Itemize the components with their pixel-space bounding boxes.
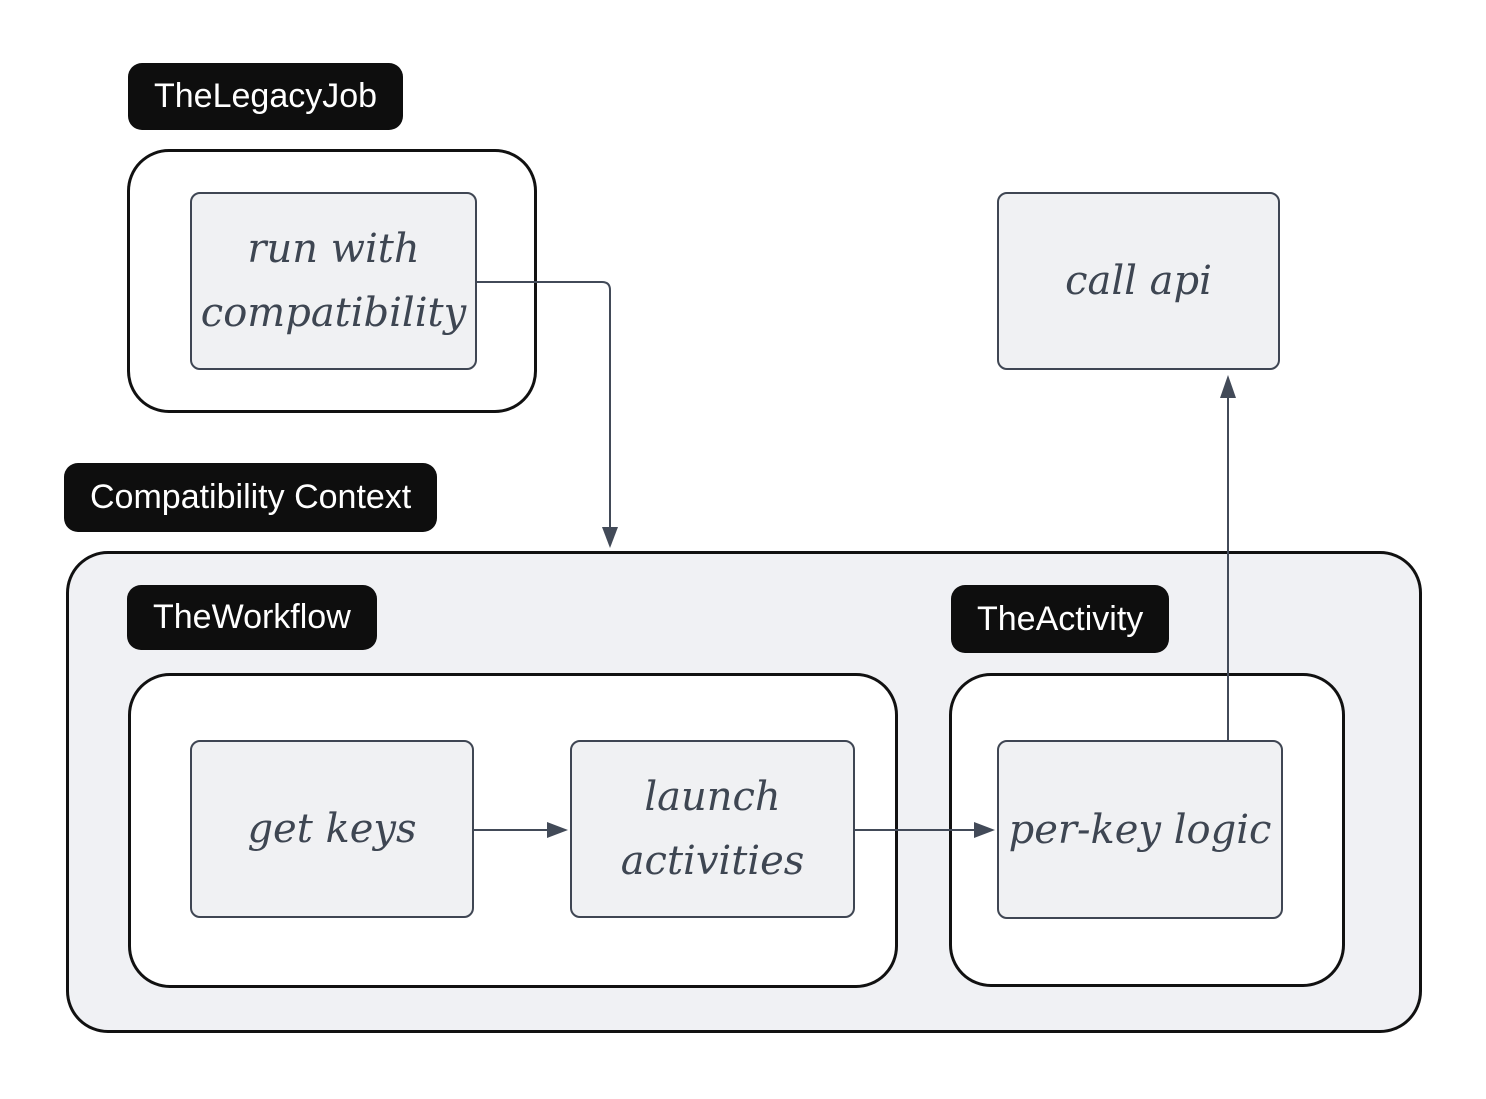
- node-label-line: get keys: [247, 806, 417, 852]
- arrowhead-up-icon: [1220, 375, 1236, 398]
- node-label-line: compatibility: [200, 290, 467, 336]
- activity-badge: TheActivity: [951, 585, 1170, 653]
- arrowhead-down-icon: [602, 527, 618, 548]
- node-label-line: activities: [620, 838, 805, 884]
- get-keys-node: get keys: [190, 740, 474, 918]
- run-with-compatibility-node: run with compatibility: [190, 192, 477, 370]
- launch-activities-node: launch activities: [570, 740, 855, 918]
- per-key-logic-node: per-key logic: [997, 740, 1283, 919]
- node-label-line: launch: [644, 774, 781, 820]
- compatibility-context-badge: Compatibility Context: [64, 463, 438, 532]
- node-label-line: call api: [1065, 258, 1212, 304]
- node-label-line: per-key logic: [1008, 806, 1272, 853]
- call-api-node: call api: [997, 192, 1280, 370]
- workflow-badge: TheWorkflow: [127, 585, 377, 650]
- legacy-job-badge: TheLegacyJob: [128, 63, 404, 130]
- node-label-line: run with: [247, 226, 420, 272]
